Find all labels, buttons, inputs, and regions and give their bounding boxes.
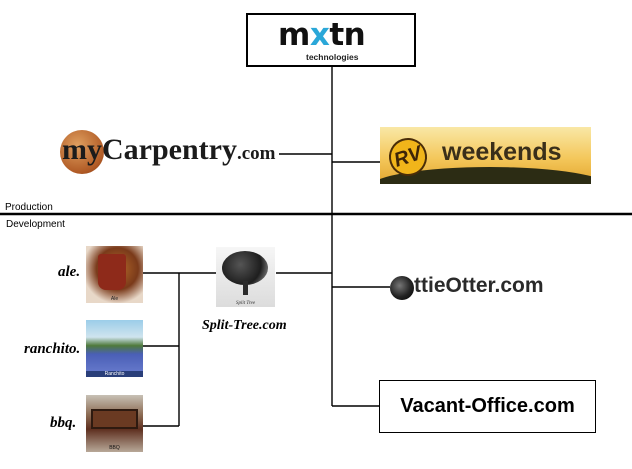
bbq-thumbnail: BBQ [86, 395, 143, 452]
ale-thumb-caption: Ale [110, 296, 119, 302]
mxtn-technologies-logo: mxtn technologies [246, 13, 416, 67]
mxtn-wordmark: mxtn [278, 17, 366, 53]
hill-silhouette [380, 167, 591, 184]
mycarpentry-text: myCarpentry.com [62, 133, 276, 166]
ale-label: ale. [58, 264, 81, 280]
wood-disc-icon [60, 130, 104, 174]
rv-weekends-text: weekends [442, 138, 562, 166]
ranchito-thumbnail: Ranchito [86, 320, 143, 377]
mycarpentry-logo: myCarpentry.com [58, 128, 280, 176]
bbq-sign-icon [91, 409, 138, 429]
rv-weekends-logo: RV weekends [380, 127, 591, 184]
production-label: Production [5, 202, 53, 213]
bbq-thumb-caption: BBQ [109, 445, 120, 451]
split-tree-thumb-caption: Split Tree [235, 301, 256, 306]
otter-ball-icon [390, 276, 414, 300]
ranchito-label: ranchito. [24, 341, 81, 357]
ranchito-thumb-caption: Ranchito [86, 371, 143, 377]
split-tree-thumbnail: Split Tree [216, 247, 275, 307]
vacant-office-box: Vacant-Office.com [379, 380, 596, 433]
bbq-label: bbq. [50, 415, 77, 431]
tree-icon [222, 251, 268, 285]
mxtn-subtitle: technologies [306, 52, 359, 62]
split-tree-label: Split-Tree.com [202, 318, 287, 333]
development-label: Development [6, 219, 65, 230]
tree-trunk [243, 281, 248, 295]
ale-thumbnail: Ale [86, 246, 143, 303]
beer-glass-icon [98, 254, 126, 290]
ottieotter-text: ttieOtter.com [414, 274, 544, 297]
mxtn-x-mark: x [309, 17, 330, 53]
